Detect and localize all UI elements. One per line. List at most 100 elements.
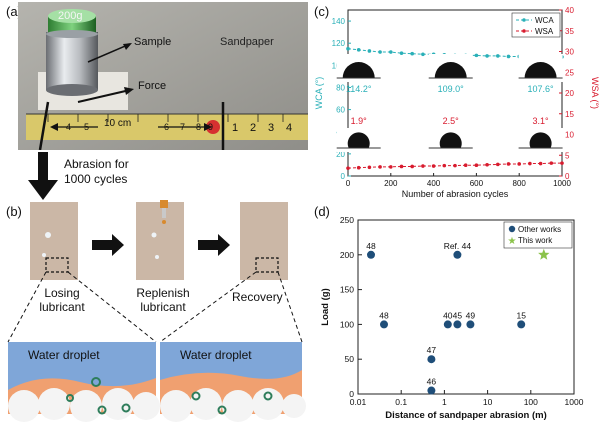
y-left-tick-label: 0 bbox=[341, 172, 346, 181]
other-work-point bbox=[427, 355, 436, 364]
abrasion-photo bbox=[18, 2, 308, 150]
ruler-number-1: 1 bbox=[232, 122, 239, 134]
wsa-point bbox=[538, 161, 543, 166]
other-work-point bbox=[517, 320, 526, 329]
wca-point bbox=[378, 50, 382, 54]
x-tick-label: 1000 bbox=[553, 179, 571, 188]
y-tick-label: 200 bbox=[340, 250, 354, 260]
other-work-point bbox=[443, 320, 452, 329]
plot-frame bbox=[357, 219, 575, 395]
x-tick-label: 200 bbox=[384, 179, 398, 188]
x-tick-label: 0.1 bbox=[395, 397, 407, 407]
droplet-wca bbox=[434, 62, 467, 78]
point-label: 48 bbox=[366, 241, 376, 251]
point-label: 15 bbox=[516, 310, 526, 320]
y-right-tick-label: 25 bbox=[565, 68, 574, 77]
y-axis-label: Load (g) bbox=[320, 288, 331, 325]
y-left-tick-label: 60 bbox=[336, 106, 345, 115]
wsa-point bbox=[485, 162, 489, 167]
wca-point bbox=[346, 46, 350, 51]
y-tick-label: 150 bbox=[340, 285, 354, 295]
ruler-left-number-2: 5 bbox=[84, 122, 90, 132]
y-right-tick-label: 5 bbox=[565, 151, 570, 160]
other-work-point bbox=[380, 320, 389, 329]
y-right-tick-label: 15 bbox=[565, 110, 574, 119]
point-label: 49 bbox=[466, 310, 476, 320]
panel-b-label: (b) bbox=[6, 204, 22, 219]
x-tick-label: 1 bbox=[442, 397, 447, 407]
legend-box bbox=[503, 221, 573, 249]
x-axis-label: Number of abrasion cycles bbox=[402, 189, 509, 199]
legend-this-label: This work bbox=[518, 236, 553, 245]
legend-other-marker bbox=[508, 225, 516, 233]
droplet-wca bbox=[342, 61, 375, 78]
wca-point bbox=[356, 48, 361, 52]
legend-wsa-label: WSA bbox=[535, 27, 554, 36]
wsa-point bbox=[528, 161, 532, 166]
wca-point bbox=[410, 51, 414, 56]
wsa-point bbox=[356, 165, 361, 170]
ruler-left-number-1: 4 bbox=[66, 122, 72, 132]
wsa-point bbox=[421, 164, 425, 168]
sample-photo-1 bbox=[30, 202, 78, 280]
ruler-left-number-5: 8 bbox=[196, 122, 202, 132]
x-axis-label: Distance of sandpaper abrasion (m) bbox=[385, 410, 547, 421]
wsa-point bbox=[560, 161, 564, 165]
wsa-point bbox=[346, 166, 350, 170]
y-right-axis-label: WSA (°) bbox=[590, 77, 600, 109]
wsa-point bbox=[442, 163, 447, 168]
legend-wca-label: WCA bbox=[535, 16, 554, 25]
abrasion-text-1: Abrasion for bbox=[64, 157, 129, 171]
wsa-annotation: 2.5° bbox=[443, 116, 460, 126]
wsa-point bbox=[453, 163, 457, 168]
x-tick-label: 1000 bbox=[565, 397, 584, 407]
x-tick-label: 0 bbox=[346, 179, 351, 188]
y-right-tick-label: 35 bbox=[565, 27, 574, 36]
wca-point bbox=[367, 49, 372, 53]
y-right-tick-label: 20 bbox=[565, 89, 574, 98]
x-tick-label: 600 bbox=[470, 179, 484, 188]
point-label: 40 bbox=[443, 310, 453, 320]
panel-a: (a) bbox=[0, 0, 310, 200]
wsa-annotation: 1.9° bbox=[351, 116, 368, 126]
legend-wca-marker bbox=[522, 18, 526, 22]
ruler-left-number-6: 9 bbox=[208, 122, 214, 132]
y-tick-label: 50 bbox=[345, 354, 355, 364]
point-label: 46 bbox=[427, 377, 437, 387]
step-recovery: Recovery bbox=[232, 290, 283, 304]
force-label: Force bbox=[138, 80, 167, 92]
y-right-tick-label: 0 bbox=[565, 172, 570, 181]
y-tick-label: 250 bbox=[340, 215, 354, 225]
weight-label: 200g bbox=[58, 10, 83, 22]
legend-this-marker: ★ bbox=[508, 236, 517, 247]
droplet-wca bbox=[524, 62, 557, 78]
legend-wsa-marker bbox=[522, 29, 526, 33]
point-label: 45 bbox=[453, 310, 463, 320]
panel-c-label: (c) bbox=[314, 4, 330, 19]
wca-annotation: 114.2° bbox=[346, 84, 372, 94]
sample-photo-3 bbox=[240, 202, 288, 280]
zoom-right-label: Water droplet bbox=[180, 348, 252, 362]
wca-point bbox=[389, 50, 393, 54]
sample-photo-2 bbox=[136, 202, 184, 280]
wsa-point bbox=[389, 165, 393, 169]
droplet-wsa bbox=[529, 132, 552, 148]
wca-point bbox=[474, 53, 479, 58]
y-left-tick-label: 20 bbox=[336, 150, 345, 159]
other-work-point bbox=[367, 250, 376, 259]
ruler-left-number-3: 6 bbox=[164, 122, 170, 132]
wsa-point bbox=[506, 162, 511, 166]
y-left-tick-label: 80 bbox=[336, 83, 345, 92]
x-tick-label: 10 bbox=[483, 397, 493, 407]
wca-point bbox=[496, 54, 500, 58]
other-work-point bbox=[453, 320, 462, 329]
droplet-wsa bbox=[439, 132, 462, 148]
other-work-point bbox=[466, 320, 475, 329]
wsa-point bbox=[399, 164, 404, 169]
step-losing-lubricant: Losing lubricant bbox=[39, 286, 85, 314]
ruler-number-2: 2 bbox=[250, 122, 257, 134]
